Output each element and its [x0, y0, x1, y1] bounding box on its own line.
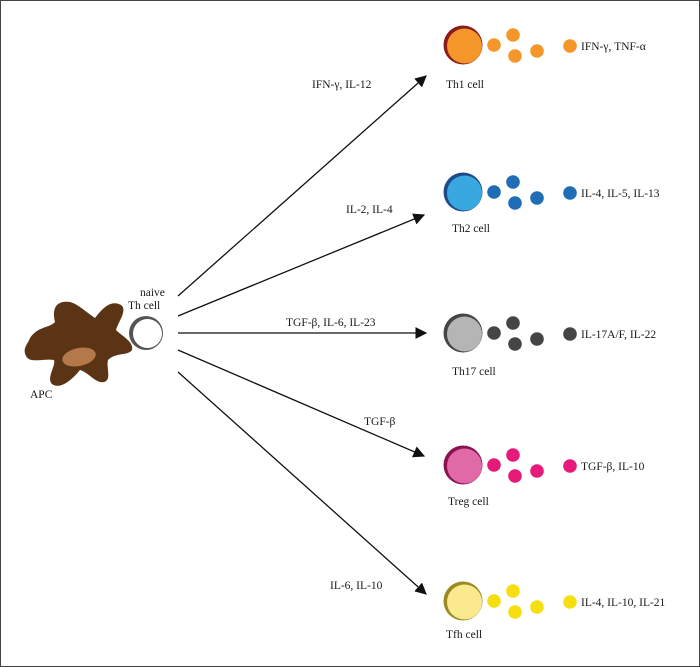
- treg-cytokine-dot-4: [530, 464, 544, 478]
- th1-cytokine-dot-4: [530, 44, 544, 58]
- treg-cell-label: Treg cell: [448, 496, 489, 508]
- th2-arrow: [177, 213, 426, 317]
- treg-cytokine-dot-3: [508, 469, 522, 483]
- naive-label-line2: Th cell: [128, 300, 160, 312]
- th1-cell-body: [447, 28, 482, 64]
- apc-body: [24, 301, 133, 386]
- tfh-cell-label: Tfh cell: [446, 629, 482, 641]
- th1-output-label: IFN-γ, TNF-α: [581, 41, 646, 53]
- treg-signal-label: TGF-β: [364, 416, 396, 428]
- th1-signal-label: IFN-γ, IL-12: [312, 79, 372, 91]
- th17-cell-label: Th17 cell: [452, 366, 496, 378]
- tfh-cytokine-dot-3: [508, 605, 522, 619]
- th2-output-dot: [563, 186, 577, 200]
- th17-output-dot: [563, 327, 577, 341]
- th17-output-label: IL-17A/F, IL-22: [581, 329, 656, 341]
- th17-cell-body: [447, 316, 482, 352]
- th17-cytokine-dot-3: [508, 337, 522, 351]
- naive-th-cell: naive Th cell: [128, 287, 165, 350]
- treg-cytokine-dot-1: [487, 458, 501, 472]
- treg-cytokine-dot-2: [506, 448, 520, 462]
- lineage-layer: IFN-γ, IL-12 Th1 cell IFN-γ, TNF-αIL-2, IL…: [177, 25, 666, 641]
- tfh-arrow: [177, 371, 427, 595]
- th1-cytokine-dot-2: [506, 28, 520, 42]
- th17-cytokine-dot-1: [487, 326, 501, 340]
- naive-label-line1: naive: [140, 287, 165, 299]
- treg-cell-body: [447, 448, 482, 484]
- apc-cell: APC: [24, 301, 133, 401]
- tfh-output-label: IL-4, IL-10, IL-21: [581, 597, 666, 609]
- th2-cytokine-dot-2: [506, 175, 520, 189]
- apc-nucleus: [62, 347, 96, 367]
- th2-cytokine-dot-1: [487, 185, 501, 199]
- tfh-cell-body: [447, 584, 482, 620]
- th1-cell-label: Th1 cell: [446, 79, 484, 91]
- th2-cytokine-dot-3: [508, 196, 522, 210]
- th2-cytokine-dot-4: [530, 191, 544, 205]
- naive-cell-body: [133, 319, 162, 348]
- th2-cell-body: [447, 175, 482, 211]
- th1-cytokine-dot-3: [508, 49, 522, 63]
- treg-arrow: [177, 349, 426, 458]
- apc-label: APC: [30, 389, 53, 401]
- treg-output-label: TGF-β, IL-10: [581, 461, 645, 473]
- treg-output-dot: [563, 459, 577, 473]
- tfh-output-dot: [563, 595, 577, 609]
- th1-output-dot: [563, 39, 577, 53]
- tfh-cytokine-dot-1: [487, 594, 501, 608]
- tfh-cytokine-dot-2: [506, 584, 520, 598]
- th1-cytokine-dot-1: [487, 38, 501, 52]
- th17-signal-label: TGF-β, IL-6, IL-23: [286, 317, 376, 329]
- th1-arrow: [177, 75, 427, 297]
- tfh-signal-label: IL-6, IL-10: [330, 580, 383, 592]
- th2-output-label: IL-4, IL-5, IL-13: [581, 188, 660, 200]
- tfh-cytokine-dot-4: [530, 600, 544, 614]
- th2-signal-label: IL-2, IL-4: [346, 204, 393, 216]
- th1-lineage: IFN-γ, IL-12 Th1 cell IFN-γ, TNF-α: [177, 25, 646, 297]
- th17-cytokine-dot-2: [506, 316, 520, 330]
- th2-cell-label: Th2 cell: [452, 223, 490, 235]
- th17-cytokine-dot-4: [530, 332, 544, 346]
